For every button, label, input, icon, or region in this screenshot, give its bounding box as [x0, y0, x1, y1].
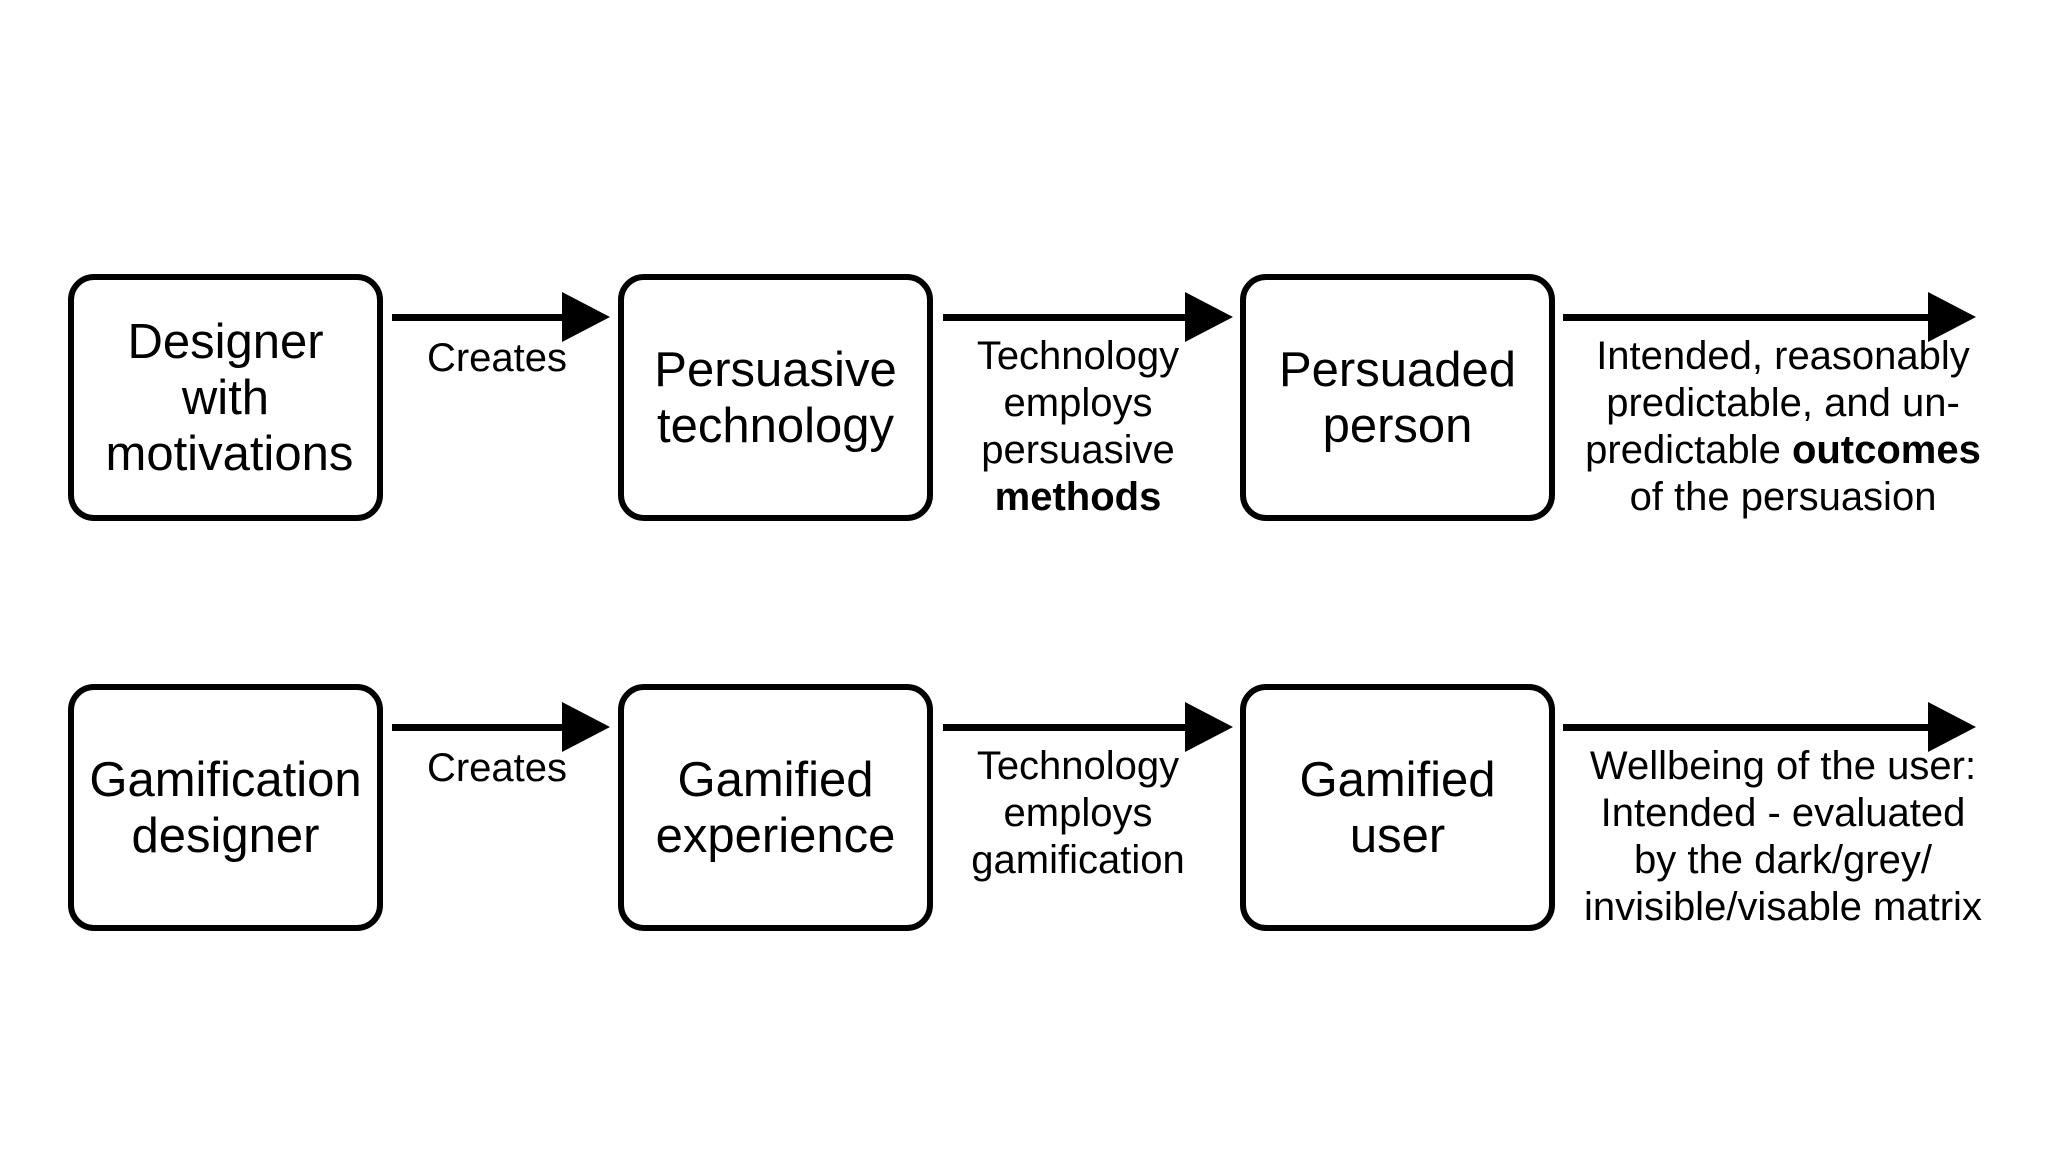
arrow-shaft	[1563, 724, 1933, 731]
persuasive-technology-box: Persuasive technology	[618, 274, 933, 521]
arrow-label: Creates	[392, 335, 602, 382]
box-label: Gamified user	[1299, 752, 1496, 863]
label-line: predictable, and un-	[1606, 381, 1960, 425]
designer-with-motivations-box: Designer with motivations	[68, 274, 383, 521]
arrow-label: Creates	[392, 745, 602, 792]
gamified-user-box: Gamified user	[1240, 684, 1555, 931]
box-label: Gamified experience	[655, 752, 896, 863]
label-line: of the persuasion	[1629, 475, 1937, 519]
box-label: Gamification designer	[89, 752, 362, 863]
gamification-designer-box: Gamification designer	[68, 684, 383, 931]
label-line: gamification	[971, 838, 1185, 882]
arrow-shaft	[943, 724, 1188, 731]
arrow-head	[1185, 292, 1233, 342]
gamified-experience-box: Gamified experience	[618, 684, 933, 931]
arrow-shaft	[392, 314, 567, 321]
box-label: Persuaded person	[1278, 342, 1516, 453]
arrow-head	[1928, 292, 1976, 342]
label-line: employs	[1003, 791, 1153, 835]
label-line: by the dark/grey/	[1634, 838, 1932, 882]
label-line: persuasive	[981, 428, 1175, 472]
label-line: predictable	[1585, 428, 1781, 472]
label-line: Intended, reasonably	[1596, 334, 1970, 378]
arrow-label: Wellbeing of the user: Intended - evalua…	[1555, 743, 2011, 931]
arrow-label: Technology employs gamification	[948, 743, 1208, 884]
arrow-shaft	[1563, 314, 1933, 321]
arrow-label: Technology employs persuasive methods	[948, 333, 1208, 521]
arrow-head	[562, 292, 610, 342]
box-label: Persuasive technology	[654, 342, 897, 453]
label-line: Technology	[976, 334, 1180, 378]
creates-arrow	[392, 292, 610, 342]
arrow-shaft	[943, 314, 1188, 321]
label-line: invisible/visable matrix	[1584, 885, 1982, 929]
arrow-shaft	[392, 724, 567, 731]
gamification-arrow	[943, 702, 1233, 752]
arrow-head	[1185, 702, 1233, 752]
creates-arrow	[392, 702, 610, 752]
wellbeing-arrow	[1563, 702, 1976, 752]
creates-label: Creates	[426, 746, 568, 790]
persuaded-person-box: Persuaded person	[1240, 274, 1555, 521]
label-line: employs	[1003, 381, 1153, 425]
methods-arrow	[943, 292, 1233, 342]
label-line: Intended - evaluated	[1600, 791, 1966, 835]
label-emphasis: outcomes	[1791, 428, 1981, 472]
box-label: Designer with motivations	[105, 314, 354, 481]
creates-label: Creates	[426, 336, 568, 380]
label-emphasis: methods	[994, 475, 1162, 519]
arrow-head	[1928, 702, 1976, 752]
label-line: Technology	[976, 744, 1180, 788]
arrow-label: Intended, reasonably predictable, and un…	[1555, 333, 2011, 521]
arrow-head	[562, 702, 610, 752]
label-line: Wellbeing of the user:	[1589, 744, 1977, 788]
outcomes-arrow	[1563, 292, 1976, 342]
